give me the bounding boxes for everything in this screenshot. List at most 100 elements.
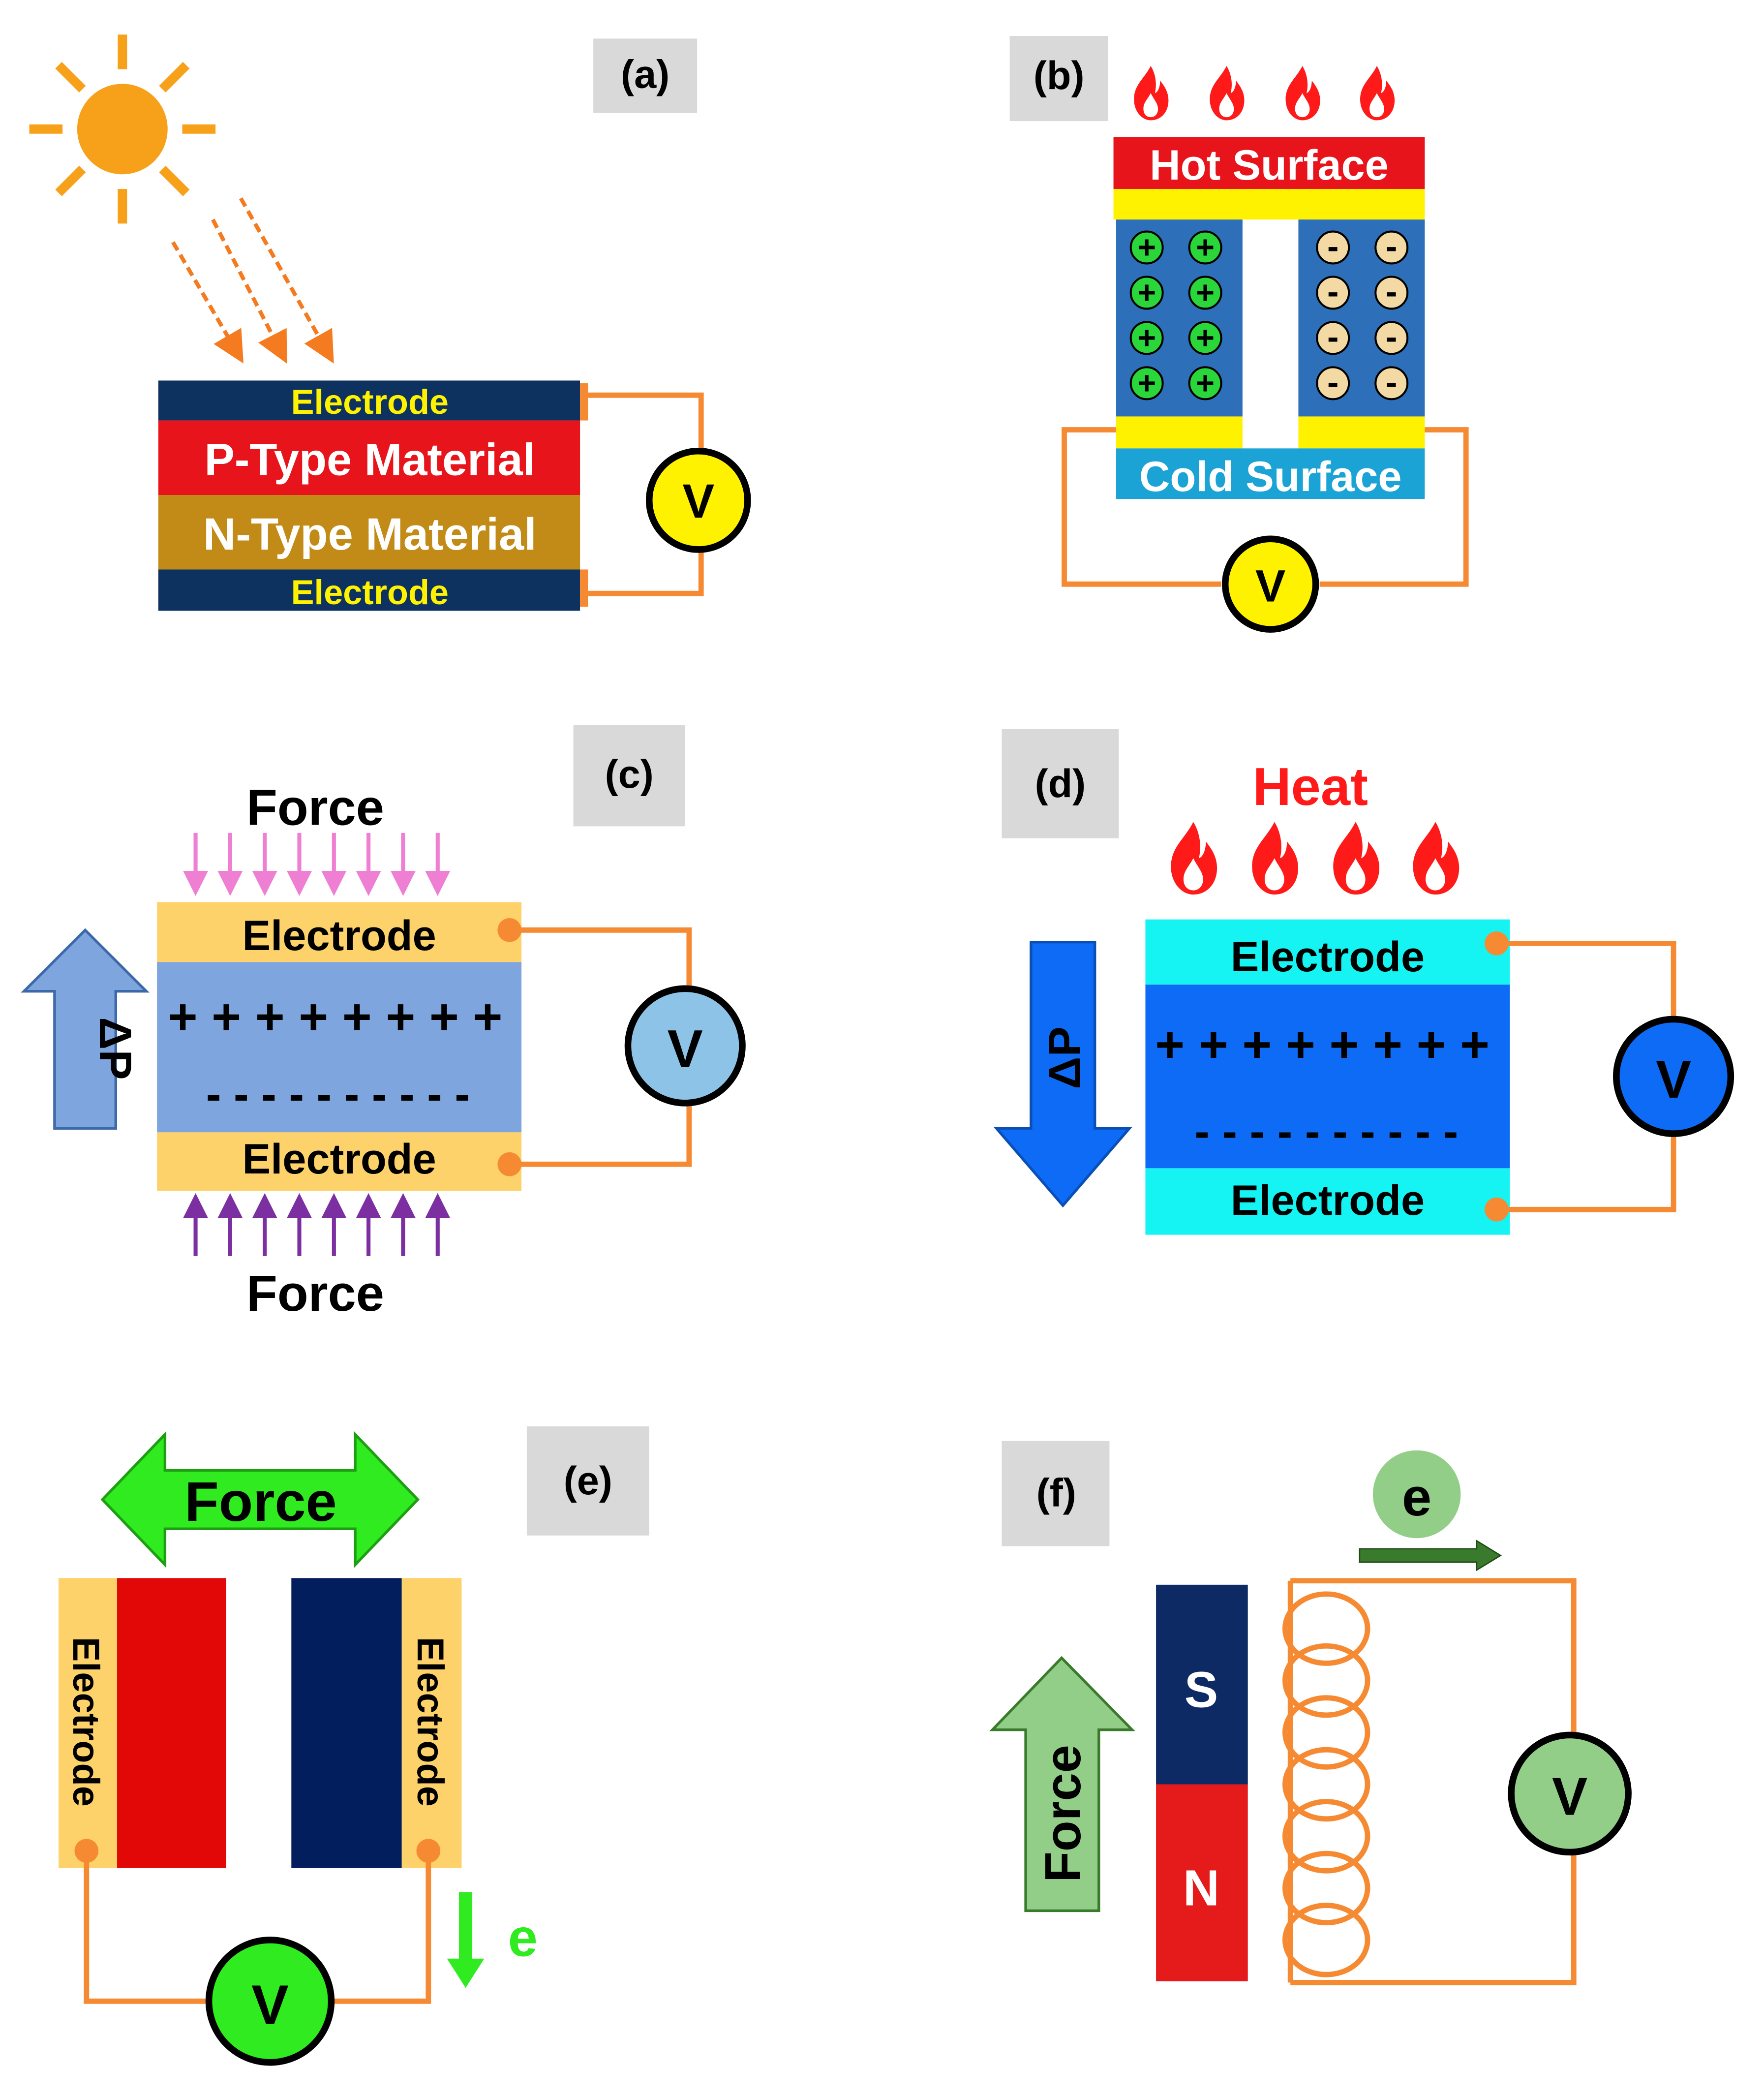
cold-contact-right xyxy=(1298,416,1425,449)
panel-a: (a) Electrode P-Type Material N-Type xyxy=(29,34,751,612)
electrode-right-label: Electrode xyxy=(409,1637,451,1807)
electron-label: e xyxy=(1402,1467,1431,1527)
plus-sign: + xyxy=(1137,275,1156,310)
positive-carriers: + + + + + + + + xyxy=(1129,229,1222,401)
minus-sign: - xyxy=(1386,317,1397,356)
coil-icon xyxy=(1282,1580,1370,1983)
circuit-wire xyxy=(1290,1578,1577,1985)
magnet-north-pole xyxy=(1156,1784,1248,1981)
negative-charges: - - - - - - - - - - xyxy=(206,1069,470,1119)
panel-d-label-box xyxy=(1002,729,1119,838)
voltmeter-label: V xyxy=(1656,1049,1691,1109)
flame-icon xyxy=(1134,66,1395,121)
polarization-arrow-up xyxy=(21,928,150,1130)
force-top-label: Force xyxy=(246,779,384,836)
panel-f-label-box xyxy=(1002,1441,1110,1546)
minus-sign: - xyxy=(1386,227,1397,266)
positive-charges: + + + + + + + + xyxy=(1155,1016,1490,1073)
electron-flow-arrow xyxy=(1359,1540,1502,1572)
minus-sign: - xyxy=(1327,362,1338,401)
p-type-layer xyxy=(158,420,580,495)
panel-a-label: (a) xyxy=(621,52,669,96)
plus-sign: + xyxy=(1137,365,1156,401)
minus-sign: - xyxy=(1386,362,1397,401)
hot-surface xyxy=(1113,137,1425,189)
electron-label: e xyxy=(508,1908,538,1967)
positive-charges: + + + + + + + + xyxy=(168,988,503,1045)
panel-c-label-box xyxy=(573,725,685,827)
voltmeter-label: V xyxy=(682,474,714,528)
panel-f-label: (f) xyxy=(1036,1471,1076,1515)
voltmeter xyxy=(205,1937,335,2066)
n-type-label: N-Type Material xyxy=(203,509,537,559)
electrode-top-label: Electrode xyxy=(291,382,449,421)
triboelectric-layer-red xyxy=(117,1578,226,1868)
delta-p-label: ΔP xyxy=(90,1017,140,1079)
hot-surface-label: Hot Surface xyxy=(1150,142,1389,189)
circuit-wire xyxy=(1062,427,1469,587)
plus-sign: + xyxy=(1196,365,1215,401)
electrode-top-layer xyxy=(157,902,522,962)
panel-b-label-box xyxy=(1009,36,1108,122)
negative-carriers: - - - - - - - - xyxy=(1316,227,1409,401)
electrode-top-layer xyxy=(158,380,580,421)
plus-sign: + xyxy=(1196,229,1215,265)
minus-sign: - xyxy=(1386,272,1397,311)
force-bottom-label: Force xyxy=(246,1265,384,1322)
electron-flow-arrow xyxy=(447,1892,485,1988)
hot-contact-strip xyxy=(1113,189,1425,220)
panel-f: (f) e Force S N V xyxy=(989,1441,1632,1985)
voltmeter-label: V xyxy=(1552,1767,1587,1826)
north-pole-label: N xyxy=(1183,1860,1219,1916)
force-label: Force xyxy=(184,1471,336,1533)
polarization-arrow-down xyxy=(993,940,1132,1208)
voltmeter xyxy=(1221,535,1319,633)
light-rays xyxy=(171,197,334,364)
voltmeter-label: V xyxy=(1255,561,1285,611)
cold-contact-left xyxy=(1116,416,1243,449)
delta-p-label: ΔP xyxy=(1040,1026,1090,1089)
electrode-top-label: Electrode xyxy=(1231,933,1425,981)
panel-e-label-box xyxy=(526,1426,649,1536)
flame-icon xyxy=(1171,822,1460,895)
force-label: Force xyxy=(1034,1745,1091,1882)
panel-d-label: (d) xyxy=(1035,762,1086,806)
minus-sign: - xyxy=(1327,272,1338,311)
force-arrow-up xyxy=(989,1656,1135,1912)
circuit-wire xyxy=(509,927,692,1167)
piezo-body xyxy=(157,962,522,1133)
plus-sign: + xyxy=(1137,320,1156,356)
circuit-wire xyxy=(588,392,704,596)
electrode-bottom-layer xyxy=(157,1132,522,1191)
cold-surface xyxy=(1116,448,1425,499)
minus-sign: - xyxy=(1327,317,1338,356)
voltmeter-label: V xyxy=(668,1019,703,1079)
plus-sign: + xyxy=(1196,320,1215,356)
panel-d: (d) Heat Electrode + + + + + + + + - - -… xyxy=(993,729,1734,1235)
voltmeter xyxy=(1508,1731,1632,1856)
electrode-left xyxy=(59,1578,118,1868)
magnet-south-pole xyxy=(1156,1584,1248,1785)
circuit-wire xyxy=(84,1850,431,2004)
triboelectric-layer-navy xyxy=(291,1578,402,1868)
panel-a-label-box xyxy=(593,38,698,113)
electrode-top-layer xyxy=(1145,919,1510,985)
electrode-top-label: Electrode xyxy=(243,912,436,959)
terminal-tab xyxy=(580,569,588,607)
panel-b: (b) Hot Surface + + + + + xyxy=(1009,36,1469,633)
circuit-wire xyxy=(1496,940,1676,1212)
panel-c-label: (c) xyxy=(605,752,654,797)
plus-sign: + xyxy=(1137,229,1156,265)
panel-c: (c) Force Electrode + + + + + + + + - - … xyxy=(21,725,746,1322)
electrode-left-label: Electrode xyxy=(65,1637,107,1807)
heat-label: Heat xyxy=(1253,757,1368,816)
force-arrows-down xyxy=(183,833,451,896)
panel-e: (e) Force Electrode Electrode V e xyxy=(59,1426,649,2066)
plus-sign: + xyxy=(1196,275,1215,310)
electrode-bottom-layer xyxy=(158,569,580,611)
terminal-tab xyxy=(580,383,588,421)
sun-icon xyxy=(29,34,216,224)
electrode-bottom-layer xyxy=(1145,1168,1510,1235)
negative-charges: - - - - - - - - - - xyxy=(1194,1107,1458,1157)
